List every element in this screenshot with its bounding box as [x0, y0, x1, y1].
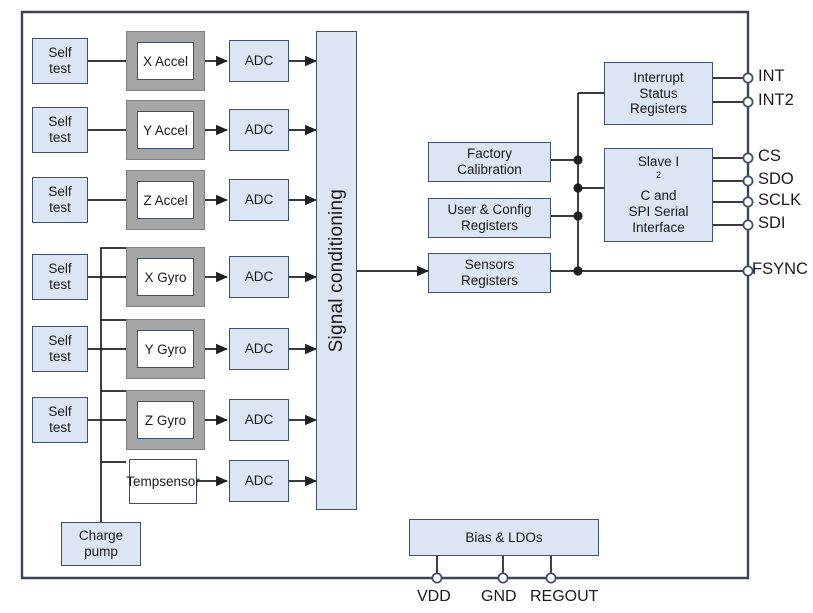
sensors-registers-label-line1: Sensors	[464, 257, 515, 273]
self-test-label-line1: Self	[48, 45, 72, 61]
pin-label-gnd: GND	[481, 588, 517, 605]
charge-pump-label-line1: Charge	[78, 528, 124, 544]
sensor-label-x-accel: X Accel	[137, 42, 194, 80]
sensor-block-z-accel[interactable]: Z Accel	[126, 170, 205, 230]
user-config-label-line1: User & Config	[447, 202, 532, 218]
adc-block-3[interactable]: ADC	[229, 179, 289, 221]
pin-label-vdd: VDD	[417, 588, 451, 605]
adc-block-2[interactable]: ADC	[229, 109, 289, 151]
self-test-label-line2: test	[49, 61, 71, 76]
self-test-label-line2: test	[49, 349, 71, 364]
temp-sensor-label-line1: Temp	[126, 473, 160, 489]
sensor-block-y-gyro[interactable]: Y Gyro	[126, 319, 205, 379]
bias-ldos-block[interactable]: Bias & LDOs	[409, 519, 599, 556]
adc-block-7[interactable]: ADC	[229, 460, 289, 502]
adc-label: ADC	[244, 412, 274, 428]
signal-conditioning-block[interactable]: Signal conditioning	[316, 31, 357, 510]
sensor-label-x-gyro: X Gyro	[137, 258, 194, 296]
pin-label-sclk: SCLK	[758, 191, 802, 209]
sensor-block-y-accel[interactable]: Y Accel	[126, 100, 205, 160]
pin-label-cs: CS	[758, 147, 781, 165]
serial-line1-superscript: 2	[655, 170, 662, 181]
self-test-label-line2: test	[49, 420, 71, 435]
pin-label-int2: INT2	[758, 91, 794, 109]
sensor-label-z-gyro: Z Gyro	[137, 401, 194, 439]
interrupt-status-label-line2: Status	[639, 85, 678, 101]
sensor-block-z-gyro[interactable]: Z Gyro	[126, 390, 205, 450]
self-test-label-line2: test	[49, 277, 71, 292]
adc-label: ADC	[244, 473, 274, 489]
sensor-label-y-gyro: Y Gyro	[137, 330, 194, 368]
self-test-label-line1: Self	[48, 261, 72, 277]
serial-interface-label-line3: Interface	[632, 219, 685, 235]
factory-calibration-label-line1: Factory	[466, 146, 512, 162]
pin-label-regout: REGOUT	[530, 588, 599, 605]
adc-label: ADC	[244, 269, 274, 285]
sensor-label-z-accel: Z Accel	[137, 181, 194, 219]
adc-label: ADC	[244, 341, 274, 357]
self-test-label-line1: Self	[48, 404, 72, 420]
temp-sensor-block[interactable]: Tempsensor	[126, 459, 200, 504]
junction-dots	[573, 155, 583, 276]
sensor-block-x-accel[interactable]: X Accel	[126, 31, 205, 91]
adc-label: ADC	[244, 192, 274, 208]
serial-line1-a: Slave I	[637, 154, 680, 170]
adc-label: ADC	[244, 53, 274, 69]
interrupt-status-label-line1: Interrupt	[633, 69, 684, 85]
self-test-label-line2: test	[49, 130, 71, 145]
interrupt-status-registers-block[interactable]: Interrupt Status Registers	[604, 62, 713, 125]
user-config-label-line2: Registers	[460, 218, 518, 233]
sensor-block-x-gyro[interactable]: X Gyro	[126, 247, 205, 307]
charge-pump-label-line2: pump	[84, 544, 118, 559]
adc-block-1[interactable]: ADC	[229, 40, 289, 82]
self-test-label-line2: test	[49, 200, 71, 215]
adc-block-4[interactable]: ADC	[229, 256, 289, 298]
serial-line1-b: C and	[640, 187, 677, 203]
serial-interface-label-line2: SPI Serial	[628, 203, 689, 219]
pin-label-sdo: SDO	[758, 170, 794, 188]
self-test-label-line1: Self	[48, 333, 72, 349]
self-test-label-line1: Self	[48, 114, 72, 130]
pin-label-int: INT	[758, 67, 785, 85]
adc-label: ADC	[244, 122, 274, 138]
pin-label-fsync: FSYNC	[752, 260, 808, 278]
temp-sensor-label-line2: sensor	[159, 473, 200, 489]
bias-ldos-label: Bias & LDOs	[465, 529, 543, 545]
adc-block-5[interactable]: ADC	[229, 328, 289, 370]
signal-conditioning-label: Signal conditioning	[325, 188, 347, 353]
interrupt-status-label-line3: Registers	[629, 101, 688, 117]
adc-block-6[interactable]: ADC	[229, 399, 289, 441]
self-test-label-line1: Self	[48, 184, 72, 200]
sensor-label-y-accel: Y Accel	[137, 111, 194, 149]
pin-circles	[431, 72, 754, 584]
factory-calibration-label-line2: Calibration	[457, 162, 522, 177]
pin-label-sdi: SDI	[758, 214, 786, 232]
sensors-registers-label-line2: Registers	[460, 273, 519, 288]
